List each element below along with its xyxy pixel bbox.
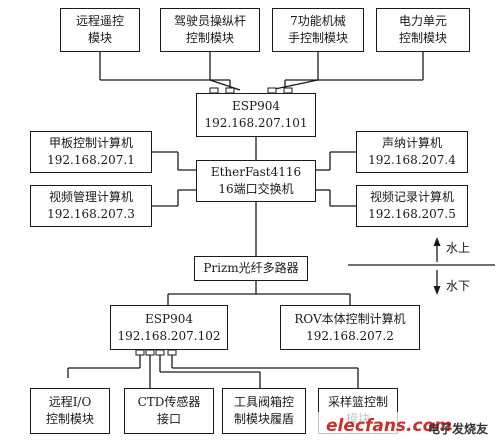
arrow-up-icon (433, 237, 441, 246)
top-module-remote-control: 远程遥控 模块 (60, 8, 140, 52)
module-label-line2: 控制模块 (45, 412, 94, 426)
module-label-line1: 采样篮控制 (327, 395, 388, 409)
module-label-line1: 电力单元 (398, 14, 447, 28)
module-label-line2: 手控制模块 (287, 31, 348, 45)
device-name: EtherFast4116 (210, 165, 302, 179)
top-module-driver-joystick: 驾驶员操纵杆 控制模块 (160, 8, 260, 52)
ip-address: 192.168.207.2 (306, 328, 394, 343)
computer-name: 视频管理计算机 (48, 190, 133, 204)
ip-address: 192.168.207.3 (47, 207, 135, 221)
fiber-multiplexer: Prizm光纤多路器 (194, 256, 308, 281)
computer-name: ROV本体控制计算机 (294, 311, 406, 326)
device-name: ESP904 (145, 311, 193, 326)
bottom-module-remote-io: 远程I/O 控制模块 (30, 388, 110, 434)
device-desc: 16端口交换机 (218, 182, 294, 196)
device-name: Prizm光纤多路器 (203, 261, 299, 275)
module-label-line1: 远程遥控 (75, 14, 124, 28)
watermark-brand: elecfans.com (326, 416, 452, 436)
arrow-down-icon (433, 286, 441, 295)
ip-address: 192.168.207.5 (368, 207, 456, 221)
module-label-line1: 7功能机械 (290, 14, 346, 28)
device-name: ESP904 (232, 99, 280, 113)
ip-address: 192.168.207.4 (368, 153, 456, 167)
module-label-line2: 控制模块 (185, 31, 234, 45)
esp904-underwater: ESP904 192.168.207.102 (110, 305, 228, 350)
module-label-line2: 控制模块 (398, 31, 447, 45)
video-recording-computer: 视频记录计算机 192.168.207.5 (356, 185, 468, 227)
module-label-line2: 模块 (87, 31, 112, 45)
ip-address: 192.168.207.101 (204, 116, 308, 130)
module-label-line2: 制模块履盾 (233, 412, 294, 426)
module-label-line1: 工具阀箱控 (233, 395, 294, 409)
top-module-power-unit: 电力单元 控制模块 (376, 8, 470, 52)
bottom-module-ctd-sensor: CTD传感器 接口 (124, 388, 214, 434)
ip-address: 192.168.207.102 (117, 328, 221, 343)
module-label-line2: 接口 (156, 412, 181, 426)
top-module-manipulator: 7功能机械 手控制模块 (272, 8, 364, 52)
bottom-module-tool-valve: 工具阀箱控 制模块履盾 (222, 388, 306, 434)
module-label-line1: CTD传感器 (137, 395, 201, 409)
esp904-surface: ESP904 192.168.207.101 (196, 93, 316, 137)
video-management-computer: 视频管理计算机 192.168.207.3 (30, 185, 152, 227)
module-label-line1: 远程I/O (48, 395, 92, 409)
module-label-line1: 驾驶员操纵杆 (173, 14, 246, 28)
computer-name: 声纳计算机 (381, 136, 442, 150)
below-water-label: 水下 (446, 279, 471, 293)
computer-name: 甲板控制计算机 (48, 136, 133, 150)
rov-control-computer: ROV本体控制计算机 192.168.207.2 (280, 305, 420, 350)
computer-name: 视频记录计算机 (369, 190, 454, 204)
ethernet-switch: EtherFast4116 16端口交换机 (196, 160, 316, 202)
deck-control-computer: 甲板控制计算机 192.168.207.1 (30, 131, 152, 173)
watermark-logo (318, 412, 500, 444)
watermark-cn: 电子发烧友 (428, 422, 489, 436)
sonar-computer: 声纳计算机 192.168.207.4 (356, 131, 468, 173)
above-water-label: 水上 (446, 241, 471, 255)
ip-address: 192.168.207.1 (47, 153, 135, 167)
